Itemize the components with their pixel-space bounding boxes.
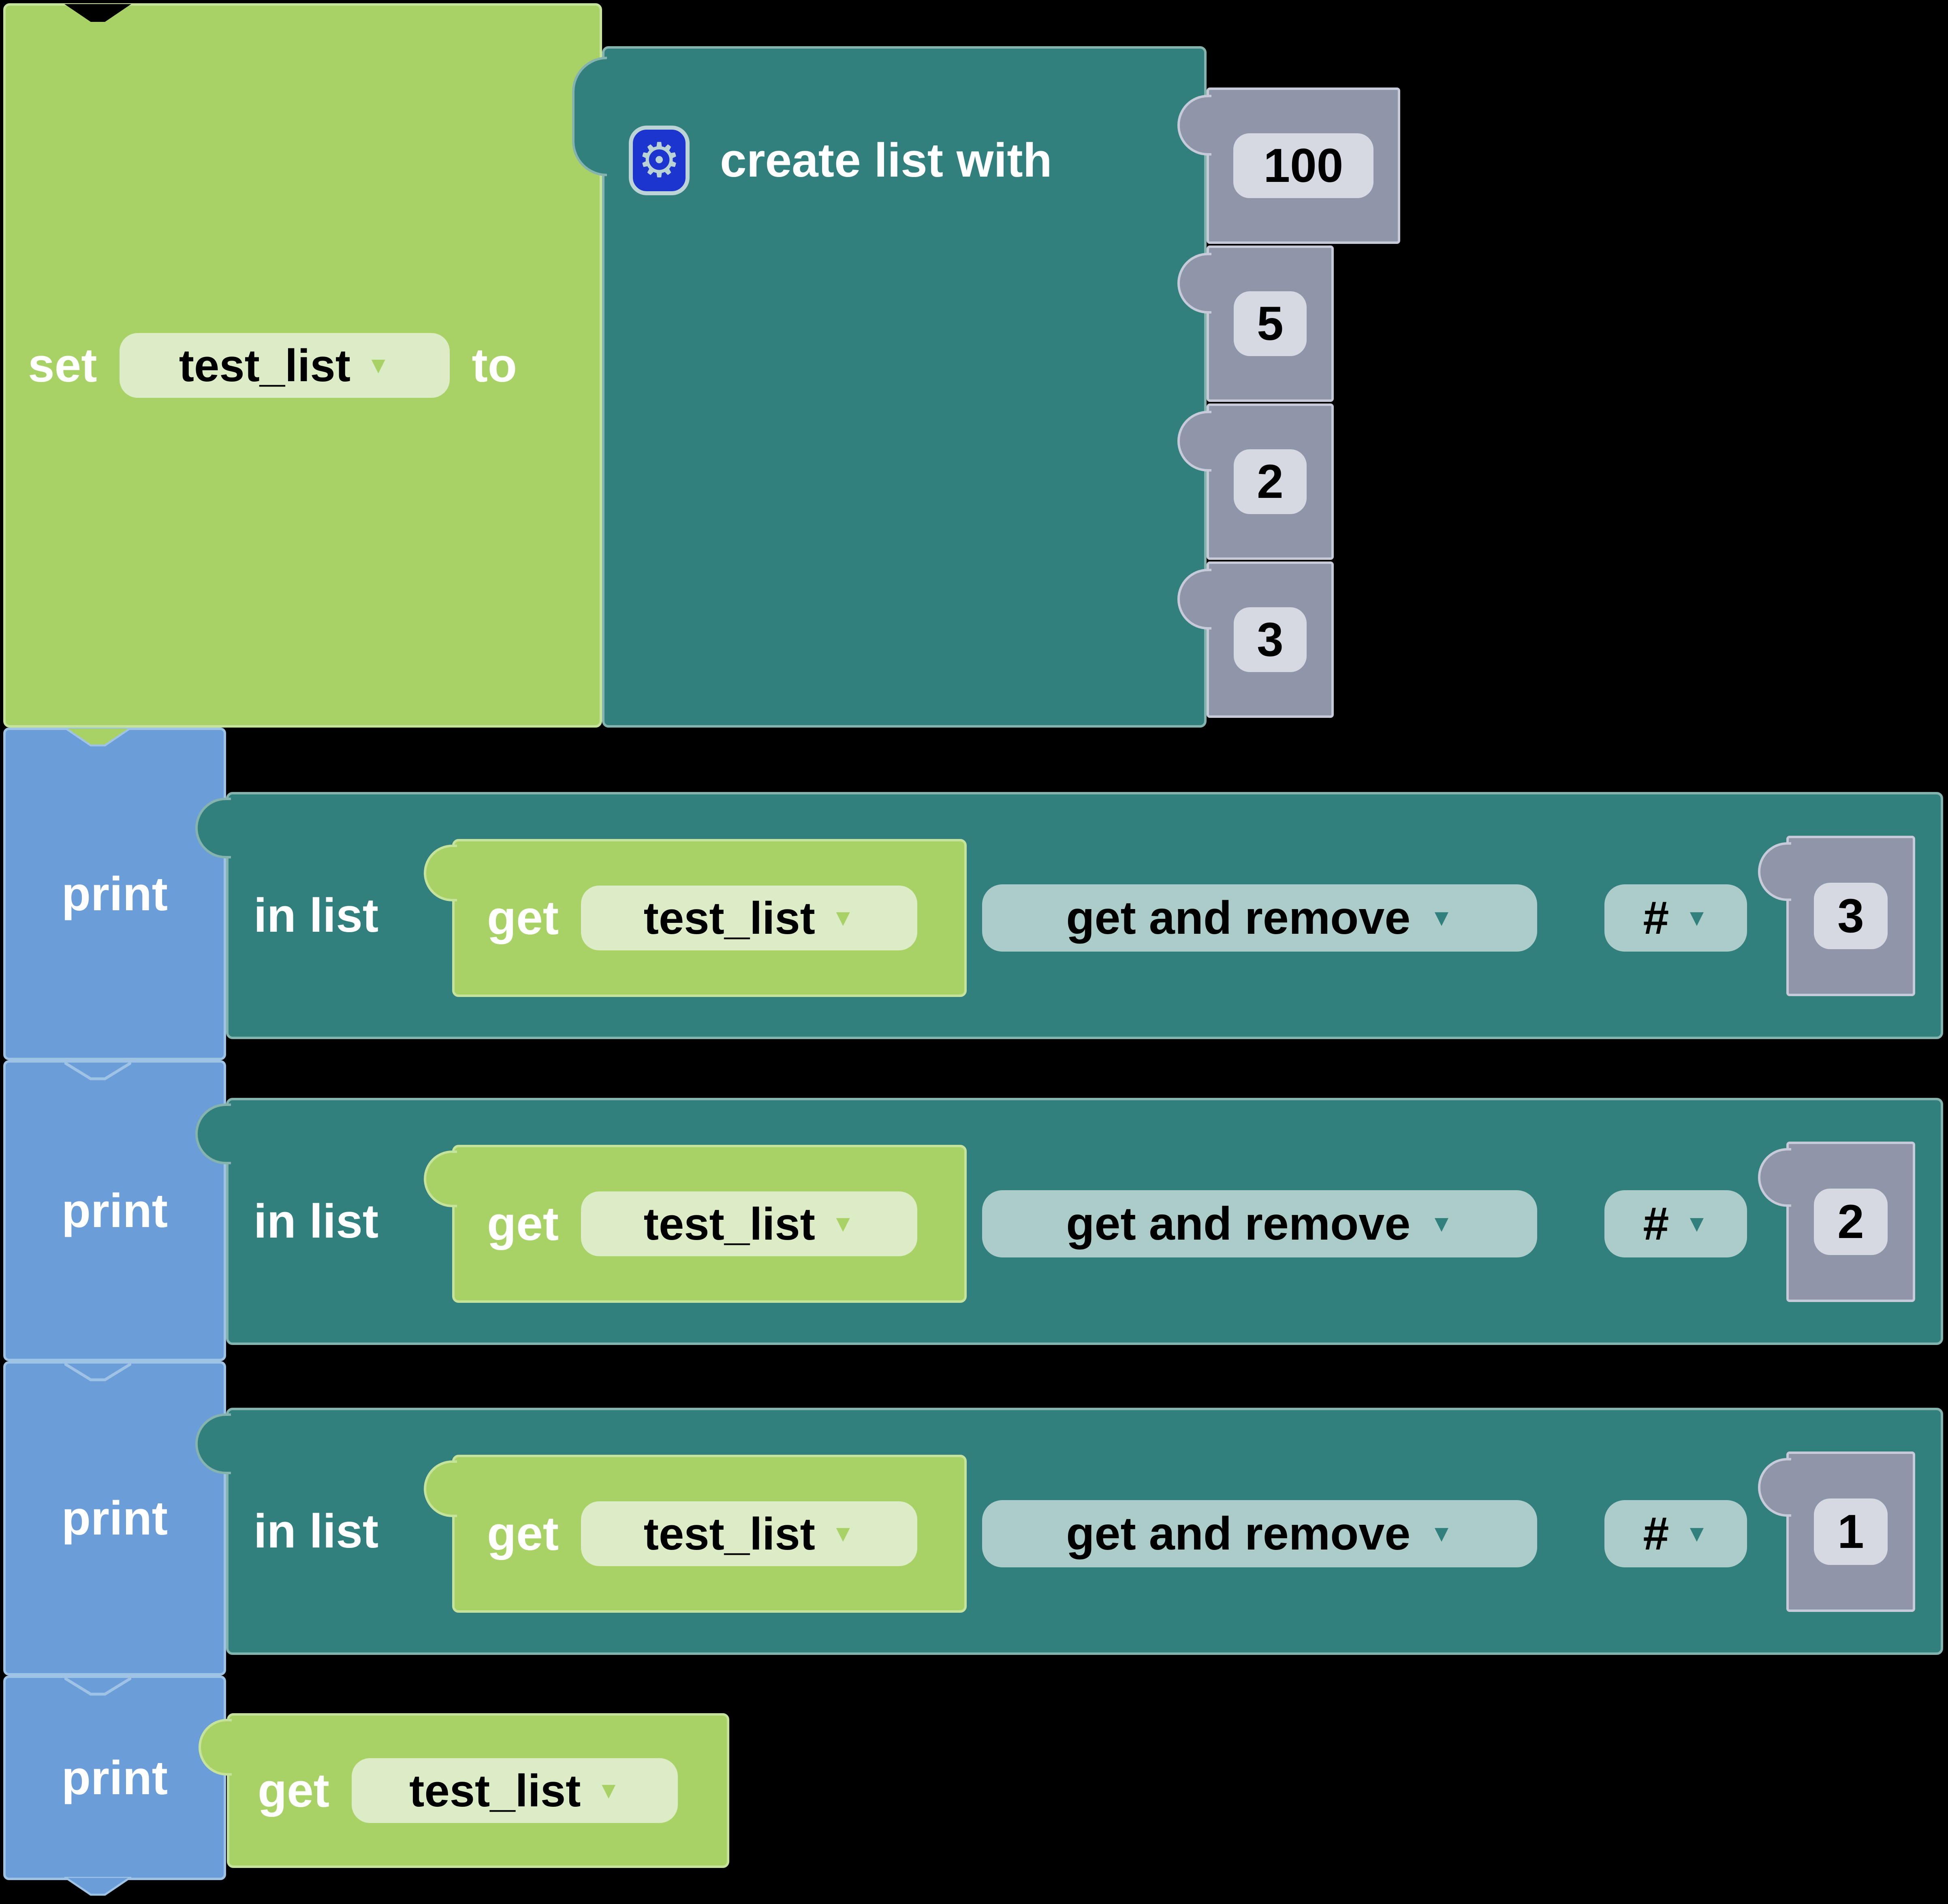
print-block[interactable]: print [3,1676,226,1896]
dropdown-arrow-icon: ▼ [1430,1210,1453,1237]
dropdown-arrow-icon: ▼ [1685,1520,1709,1547]
number-block[interactable]: 2 [1758,1142,1915,1302]
get-variable-block[interactable]: get test_list ▼ [199,1713,729,1868]
variable-name: test_list [643,892,815,943]
get-variable-block[interactable]: get test_list ▼ [424,1145,967,1303]
mode-value: get and remove [1066,1508,1411,1560]
output-tab [1758,842,1791,901]
number-block[interactable]: 3 [1177,561,1334,718]
index-mode-value: # [1643,892,1669,944]
mode-dropdown[interactable]: get and remove ▼ [982,884,1537,952]
number-input[interactable]: 5 [1234,291,1307,356]
gear-icon: ⚙ [638,134,681,187]
number-input[interactable]: 2 [1234,449,1307,514]
mutator-gear-button[interactable]: ⚙ [629,126,690,195]
number-input[interactable]: 100 [1233,133,1373,198]
index-mode-dropdown[interactable]: # ▼ [1604,1190,1747,1257]
get-variable-block[interactable]: get test_list ▼ [424,1455,967,1613]
number-block[interactable]: 2 [1177,403,1334,560]
print-label: print [61,1751,168,1805]
dropdown-arrow-icon: ▼ [366,352,390,378]
index-mode-value: # [1643,1198,1669,1250]
mode-value: get and remove [1066,892,1411,944]
top-notch [64,1362,131,1381]
mode-dropdown[interactable]: get and remove ▼ [982,1190,1537,1257]
get-label: get [487,1197,559,1251]
variable-name: test_list [643,1198,815,1249]
in-list-label: in list [254,889,379,942]
output-tab [424,1151,457,1207]
dropdown-arrow-icon: ▼ [831,905,855,931]
in-list-block[interactable]: in list get test_list ▼ get and remove ▼… [195,1408,1943,1655]
output-tab [1758,1148,1791,1207]
variable-dropdown[interactable]: test_list ▼ [581,886,917,950]
to-label: to [472,339,517,392]
create-list-block[interactable]: ⚙ create list with [572,46,1207,728]
top-notch [64,1677,131,1696]
mode-value: get and remove [1066,1198,1411,1250]
variable-name: test_list [643,1508,815,1559]
print-label: print [61,1492,168,1545]
variable-dropdown[interactable]: test_list ▼ [119,333,450,398]
set-label: set [28,339,97,392]
get-label: get [258,1764,329,1817]
output-tab [572,57,607,176]
output-tab [424,1460,457,1517]
index-mode-dropdown[interactable]: # ▼ [1604,884,1747,952]
dropdown-arrow-icon: ▼ [831,1520,855,1547]
number-input[interactable]: 1 [1814,1498,1888,1565]
get-label: get [487,1507,559,1560]
variable-name: test_list [179,340,350,391]
print-label: print [61,867,168,921]
variable-dropdown[interactable]: test_list ▼ [581,1501,917,1566]
in-list-label: in list [254,1505,379,1558]
dropdown-arrow-icon: ▼ [1685,905,1709,931]
dropdown-arrow-icon: ▼ [597,1777,620,1804]
print-block[interactable]: print [3,1060,226,1361]
number-block[interactable]: 100 [1177,88,1400,244]
mode-dropdown[interactable]: get and remove ▼ [982,1500,1537,1567]
variable-dropdown[interactable]: test_list ▼ [352,1758,678,1823]
number-block[interactable]: 5 [1177,245,1334,402]
get-variable-block[interactable]: get test_list ▼ [424,839,967,997]
dropdown-arrow-icon: ▼ [1430,905,1453,931]
print-block[interactable]: print [3,1361,226,1676]
bottom-tab [64,1877,131,1896]
number-block[interactable]: 1 [1758,1451,1915,1612]
in-list-block[interactable]: in list get test_list ▼ get and remove ▼… [195,1098,1943,1345]
top-notch [64,4,131,22]
create-list-label: create list with [720,134,1052,187]
output-tab [424,845,457,901]
in-list-label: in list [254,1195,379,1248]
print-label: print [61,1184,168,1238]
number-input[interactable]: 3 [1234,607,1307,672]
index-mode-dropdown[interactable]: # ▼ [1604,1500,1747,1567]
index-mode-value: # [1643,1508,1669,1560]
number-input[interactable]: 3 [1814,883,1888,949]
set-variable-block[interactable]: set test_list ▼ to [3,3,602,728]
top-notch [64,1061,131,1080]
top-notch [64,728,131,747]
number-block[interactable]: 3 [1758,836,1915,996]
in-list-block[interactable]: in list get test_list ▼ get and remove ▼… [195,792,1943,1039]
variable-name: test_list [409,1765,581,1816]
number-input[interactable]: 2 [1814,1189,1888,1255]
dropdown-arrow-icon: ▼ [1685,1210,1709,1237]
dropdown-arrow-icon: ▼ [1430,1520,1453,1547]
variable-dropdown[interactable]: test_list ▼ [581,1191,917,1256]
dropdown-arrow-icon: ▼ [831,1210,855,1237]
get-label: get [487,891,559,945]
print-block[interactable]: print [3,728,226,1060]
output-tab [1758,1458,1791,1517]
